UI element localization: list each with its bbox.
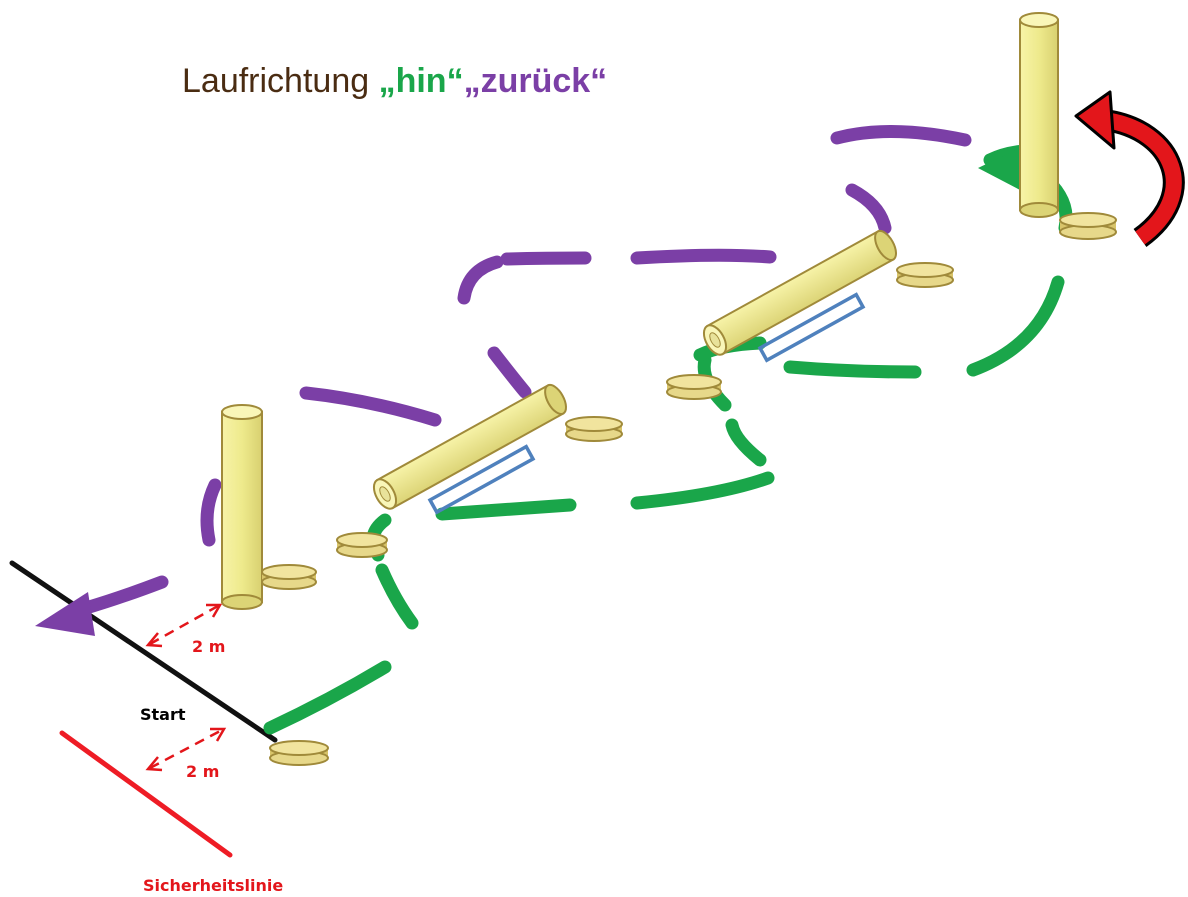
distance-arrow-2-head-b (210, 727, 227, 742)
disc-cone-bar2-right (896, 262, 954, 288)
diagram-title: Laufrichtung „hin“„zurück“ (182, 62, 607, 101)
start-line (9, 560, 278, 743)
distance-arrow-1-head-b (206, 603, 223, 618)
hurdle-bar-lower (372, 383, 567, 515)
disc-cone-left-pole (261, 564, 317, 590)
start-label: Start (140, 705, 186, 724)
return-path-zurueck (79, 125, 972, 615)
pole-left (221, 404, 263, 610)
distance-label-2: 2 m (186, 762, 219, 781)
distance-arrow-2 (149, 728, 223, 770)
forward-path-hin (263, 143, 1073, 735)
hurdle-bar-upper (702, 229, 897, 363)
title-hin: „hin“ (378, 62, 464, 100)
disc-cone-right-pole (1059, 212, 1117, 240)
disc-cone-bar2-left (666, 374, 722, 400)
disc-cone-bar1-right (565, 416, 623, 442)
distance-arrow-1-head-a (145, 632, 163, 648)
distance-arrow-1 (149, 604, 219, 646)
disc-cones (261, 212, 1117, 766)
disc-cone-bar1-left (336, 532, 388, 558)
return-arrowhead (35, 592, 95, 636)
distance-label-1: 2 m (192, 637, 225, 656)
disc-cone-start (269, 740, 329, 766)
safety-line (59, 730, 233, 858)
turn-arrow (1074, 90, 1185, 247)
forward-arrowhead (978, 148, 1020, 190)
pole-right (1019, 12, 1059, 218)
distance-arrow-2-head-a (145, 756, 163, 772)
title-zurueck: „zurück“ (463, 62, 608, 100)
safety-line-label: Sicherheitslinie (143, 876, 283, 895)
title-prefix: Laufrichtung (182, 62, 379, 100)
